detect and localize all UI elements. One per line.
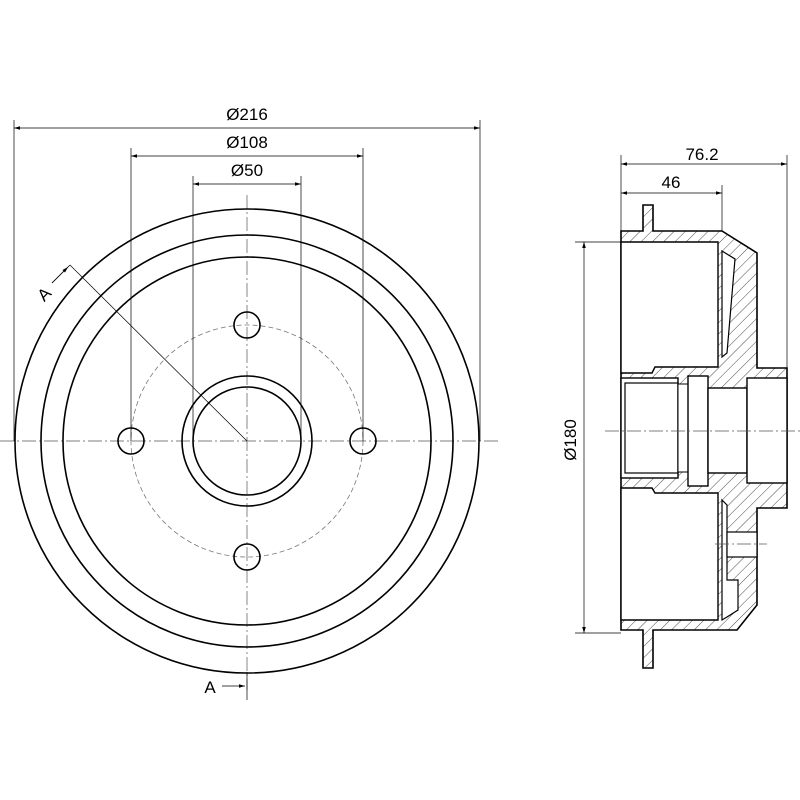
dimension-label-inner-diameter: Ø180 <box>561 419 580 461</box>
upper-drum-cavity <box>620 241 719 374</box>
dimension-label-depth: 46 <box>662 173 681 192</box>
lower-pocket <box>721 498 739 622</box>
section-marker-bottom: A <box>204 678 216 697</box>
front-view: Ø216 Ø108 Ø50 A A <box>0 105 500 700</box>
section-arrow-head <box>51 266 69 284</box>
drum-rim-circle <box>40 234 454 648</box>
bolt-hole <box>233 543 261 571</box>
section-view: 76.2 46 Ø180 <box>561 145 800 669</box>
dimension-label-outer: Ø216 <box>226 105 268 124</box>
hub-outer-circle <box>181 375 313 507</box>
dimension-label-bore: Ø50 <box>231 161 263 180</box>
section-line <box>69 264 248 442</box>
dimension-label-overall: 76.2 <box>685 145 718 164</box>
dimension-label-bolt-circle: Ø108 <box>226 133 268 152</box>
upper-pocket <box>721 249 736 359</box>
drum-inner-circle <box>62 256 432 626</box>
lower-drum-cavity <box>620 487 719 621</box>
bore-gap <box>677 383 689 473</box>
section-marker-top: A <box>34 283 56 305</box>
hub-bore-inner-bearing-seat <box>746 377 788 484</box>
adjuster-hole <box>726 531 758 558</box>
bolt-hole <box>233 311 261 339</box>
hub-bore-outer-bearing-seat <box>620 377 679 479</box>
hub-bore-inner <box>707 387 748 474</box>
